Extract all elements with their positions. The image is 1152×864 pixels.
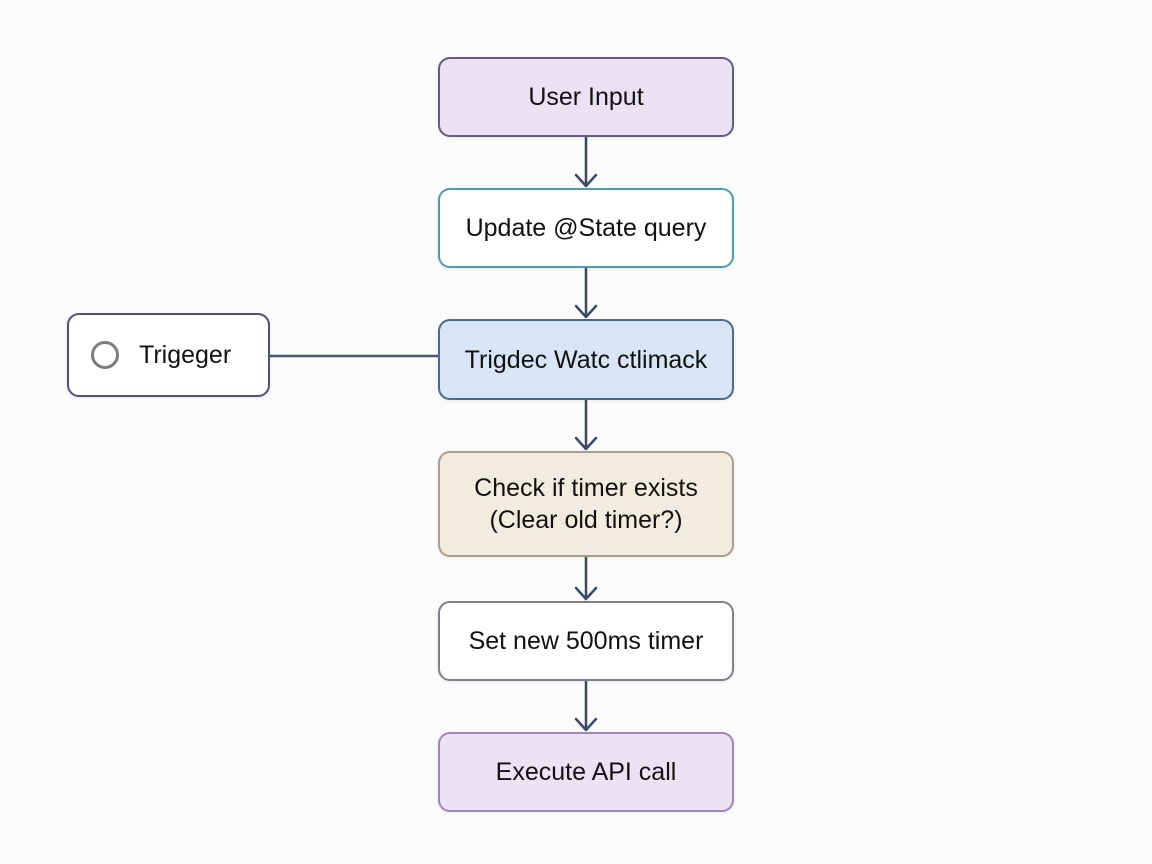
node-check-timer[interactable]: Check if timer exists (Clear old timer?) <box>438 451 734 557</box>
node-update-state-query[interactable]: Update @State query <box>438 188 734 268</box>
arrow-trigger-watch-to-check-timer <box>574 398 598 451</box>
node-label-line-1: Check if timer exists <box>474 474 698 502</box>
node-label-line-2: (Clear old timer?) <box>489 506 683 534</box>
node-label: Update @State query <box>465 214 707 242</box>
arrow-check-timer-to-set-timer <box>574 555 598 601</box>
node-trigger-watch-callback[interactable]: Trigdec Watc ctlimack <box>438 319 734 400</box>
arrow-set-timer-to-execute-api <box>574 679 598 732</box>
arrow-user-input-to-update-state <box>574 135 598 188</box>
node-label: Trigdec Watc ctlimack <box>464 345 708 374</box>
node-execute-api-call[interactable]: Execute API call <box>438 732 734 812</box>
node-label: Trigeger <box>139 341 232 369</box>
node-user-input[interactable]: User Input <box>438 57 734 137</box>
node-set-timer[interactable]: Set new 500ms timer <box>438 601 734 681</box>
node-label: Execute API call <box>495 758 677 786</box>
node-label: Set new 500ms timer <box>468 627 704 655</box>
node-trigger-side[interactable]: Trigeger <box>67 313 270 397</box>
arrow-update-state-to-trigger-watch <box>574 266 598 319</box>
node-label: User Input <box>528 83 644 111</box>
radio-circle-icon <box>91 341 119 369</box>
